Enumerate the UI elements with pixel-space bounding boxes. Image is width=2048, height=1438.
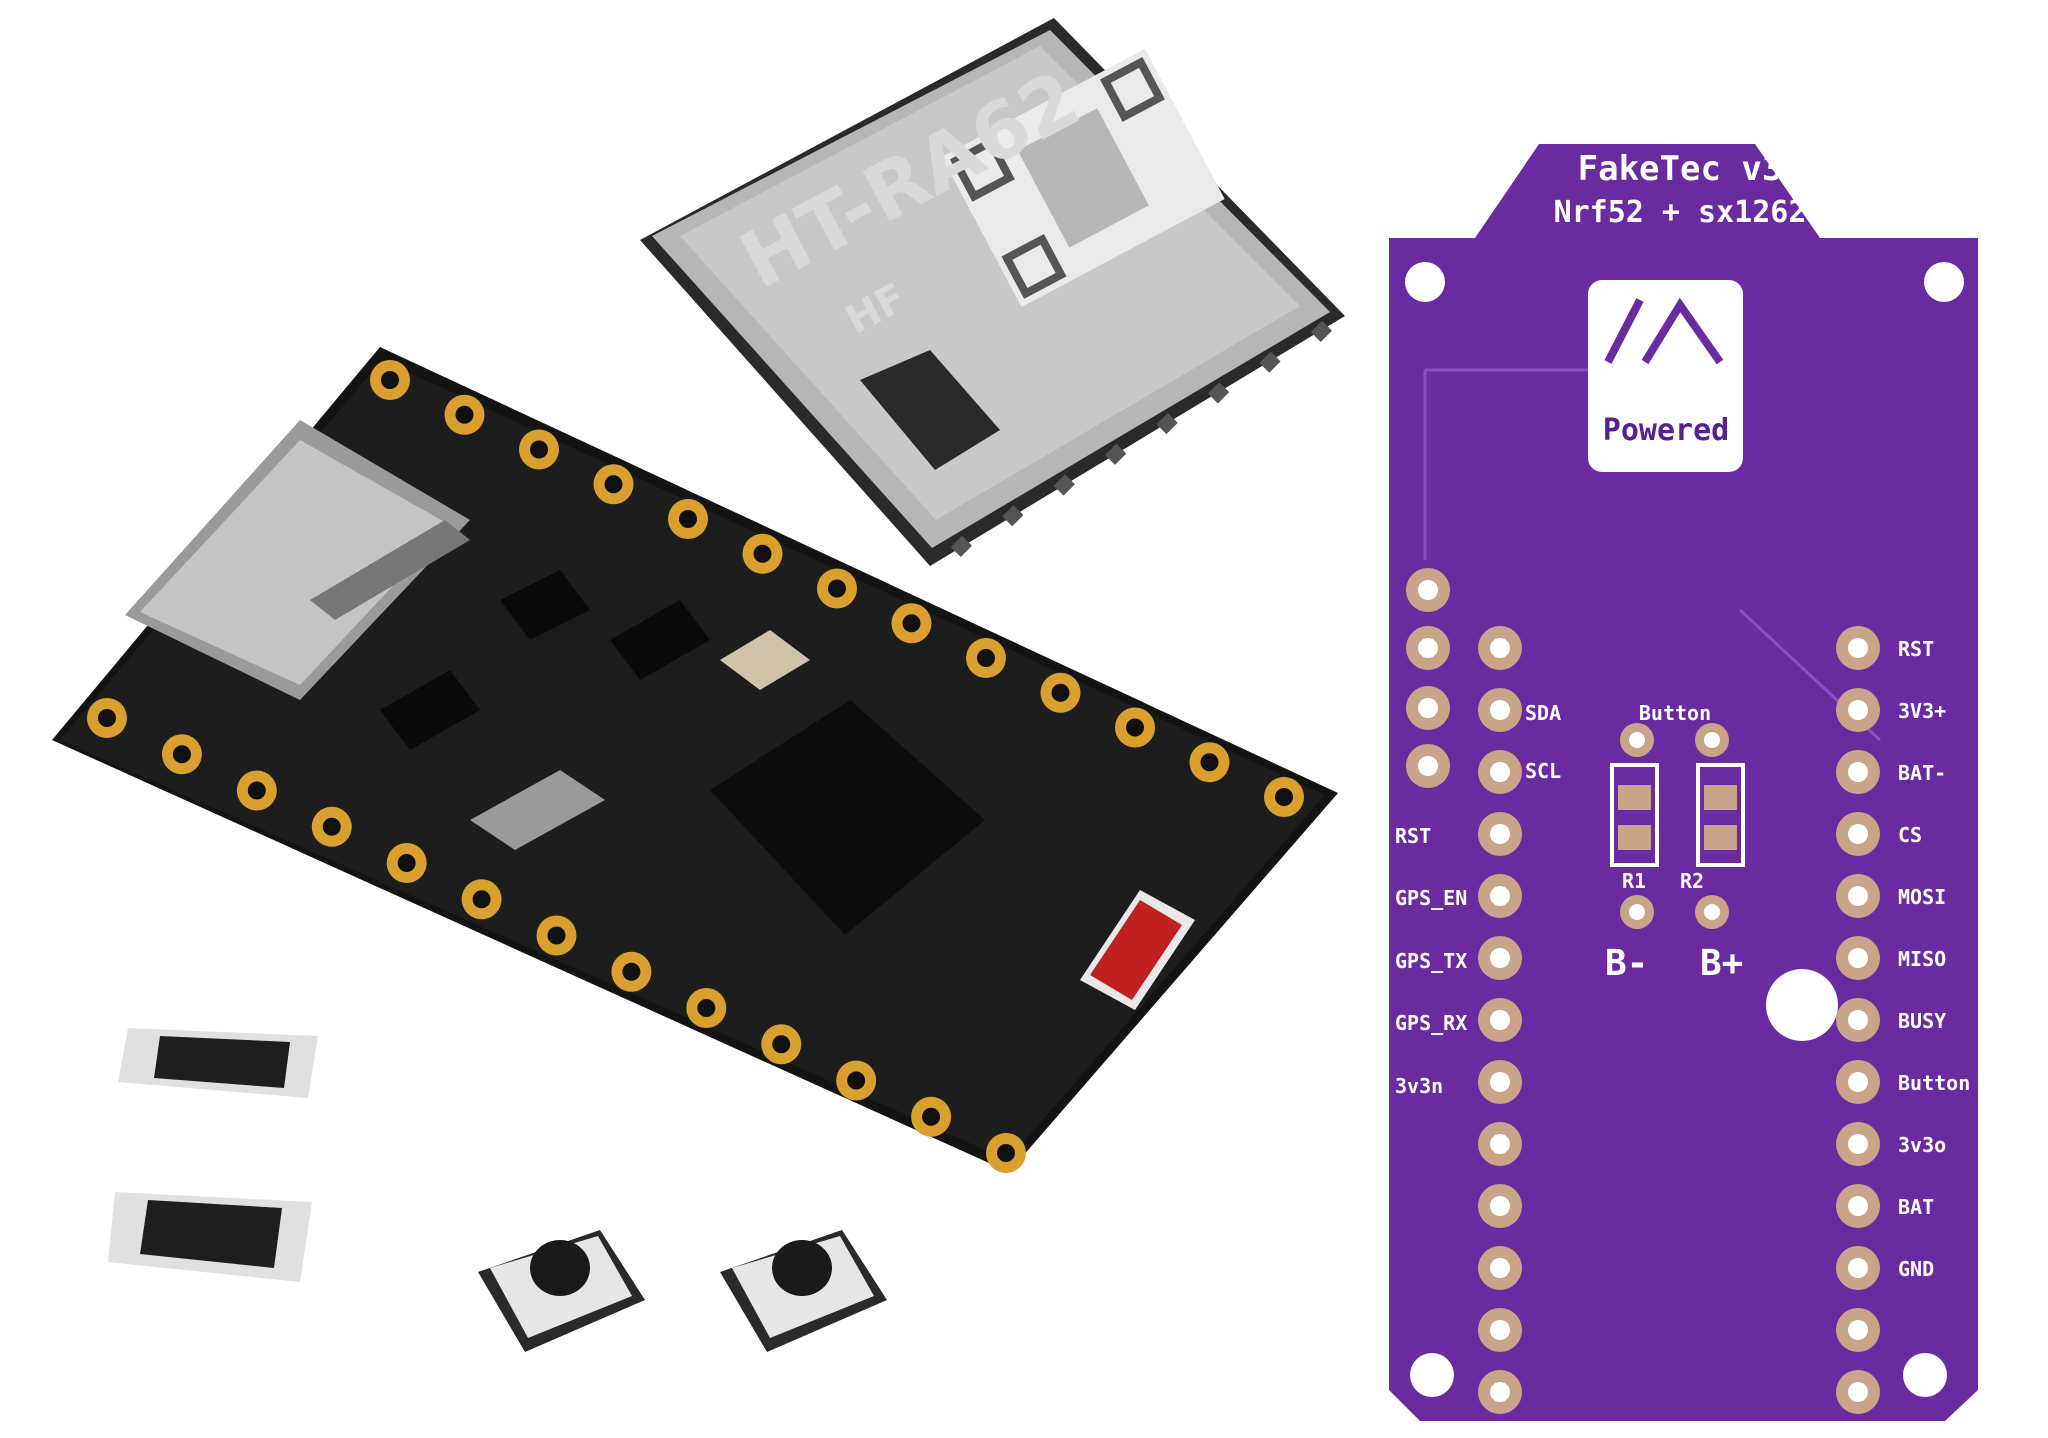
pin-label-right: BUSY	[1898, 1009, 1946, 1033]
pin-label-right: CS	[1898, 823, 1922, 847]
qr-code	[941, 48, 1225, 307]
usb-c-connector	[125, 420, 470, 700]
resistor-footprint-r2	[1696, 763, 1745, 867]
pin-label-right: BAT	[1898, 1195, 1934, 1219]
mcu-chip	[710, 700, 985, 935]
resistor-footprint-r1	[1610, 763, 1659, 867]
nrf52-board	[52, 347, 1338, 1173]
mounting-hole	[1924, 262, 1964, 302]
logo-text: Powered	[1603, 413, 1729, 448]
module-castellations	[950, 320, 1333, 558]
pin-label-right: Button	[1898, 1071, 1970, 1095]
pin-label-left: SCL	[1525, 759, 1561, 783]
pin-label-left: GPS_EN	[1395, 886, 1467, 910]
mounting-hole	[1405, 262, 1445, 302]
r1-label: R1	[1622, 869, 1646, 893]
pin-label-left: GPS_RX	[1395, 1011, 1467, 1035]
pin-label-left: GPS_TX	[1395, 949, 1467, 973]
tactile-button	[478, 1230, 645, 1352]
mounting-hole	[1410, 1353, 1454, 1397]
pin-label-left: SDA	[1525, 701, 1561, 725]
pcb-subtitle: Nrf52 + sx1262	[1554, 195, 1807, 230]
pin-label-right: BAT-	[1898, 761, 1946, 785]
pin-label-left: RST	[1395, 824, 1431, 848]
antenna-corner	[860, 350, 1000, 470]
pin-label-right: MISO	[1898, 947, 1946, 971]
pin-label-left: 3v3n	[1395, 1074, 1443, 1098]
button-label: Button	[1639, 701, 1711, 725]
powered-logo: Powered	[1588, 280, 1743, 472]
pin-label-right: 3v3o	[1898, 1133, 1946, 1157]
pin-label-right: RST	[1898, 637, 1934, 661]
pcb-title: FakeTec v3	[1578, 149, 1783, 189]
r2-label: R2	[1680, 869, 1704, 893]
crystal	[470, 770, 605, 850]
faketec-pcb: FakeTec v3 Nrf52 + sx1262 Powered R1 R2 …	[1389, 144, 1978, 1421]
pin-label-right: 3V3+	[1898, 699, 1946, 723]
smd-resistor	[118, 1028, 318, 1098]
pin-label-right: GND	[1898, 1257, 1934, 1281]
lora-module: HT-RA62 HF	[640, 18, 1345, 566]
tactile-button	[720, 1230, 887, 1352]
board-pins	[87, 360, 1304, 1173]
led-hole	[1766, 969, 1838, 1041]
battery-negative-label: B-	[1605, 943, 1648, 984]
battery-positive-label: B+	[1700, 943, 1743, 984]
crystal-small	[720, 630, 810, 690]
smd-resistor	[108, 1192, 312, 1282]
pin-label-right: MOSI	[1898, 885, 1946, 909]
pcb-pads	[1406, 568, 1880, 1414]
mounting-hole	[1903, 1353, 1947, 1397]
